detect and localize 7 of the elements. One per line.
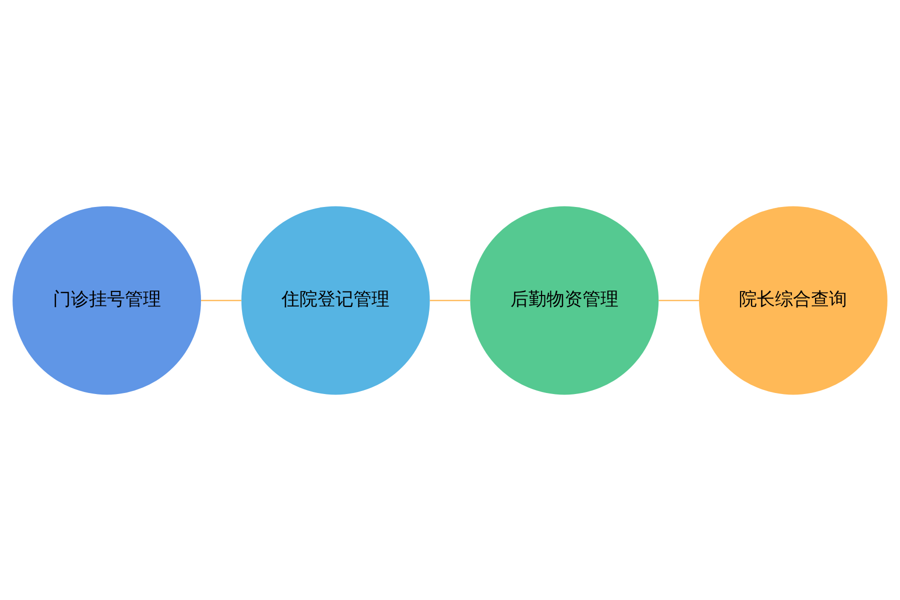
node-circle: 住院登记管理 [241, 206, 430, 394]
connector [201, 299, 242, 301]
node-circle: 院长综合查询 [698, 206, 888, 394]
connector [430, 299, 470, 301]
node-circle: 门诊挂号管理 [12, 206, 202, 394]
connector [658, 299, 699, 301]
node-circle: 后勤物资管理 [470, 206, 659, 394]
